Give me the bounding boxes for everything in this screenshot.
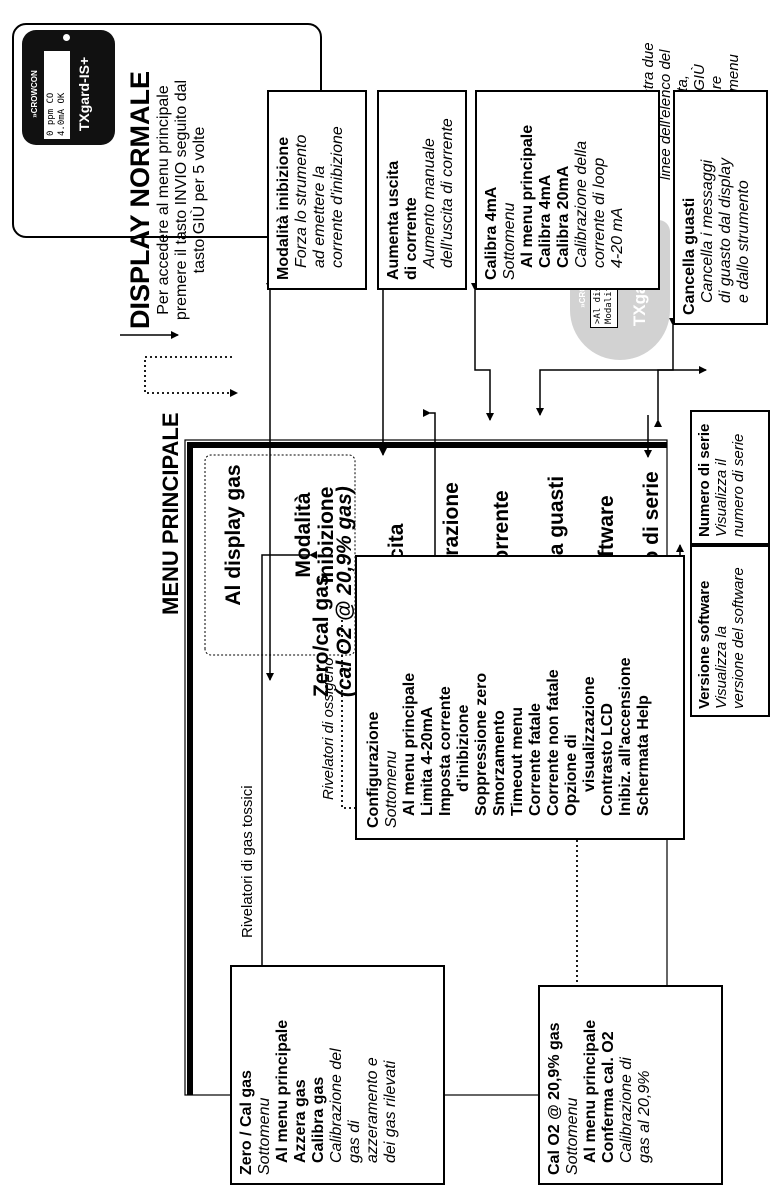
label-oxygen-detectors: Rivelatori di ossigeno <box>320 657 337 800</box>
submenu-serial-number: Numero di serie Visualizza il numero di … <box>690 410 770 545</box>
submenu-o2-cal: Cal O2 @ 20,9% gas Sottomenu Al menu pri… <box>538 985 723 1185</box>
submenu-clear-faults: Cancella guasti Cancella i messaggi di g… <box>673 90 768 325</box>
submenu-boost: Aumenta uscita di corrente Aumento manua… <box>377 90 467 290</box>
device-model: TXgard-IS+ <box>76 56 92 132</box>
txgard-device-normal: »CROWCON 0 ppm CO 4.0mA OK TXgard-IS+ <box>22 30 115 145</box>
submenu-configuration: Configurazione Sottomenu Al menu princip… <box>355 555 685 840</box>
device-indicator-led <box>63 34 70 41</box>
device-brand: »CROWCON <box>30 70 39 118</box>
main-menu-title: MENU PRINCIPALE <box>158 412 183 616</box>
submenu-calibrate-4ma: Calibra 4mA Sottomenu Al menu principale… <box>475 90 660 290</box>
lcd-line-1: 0 ppm CO <box>46 92 56 136</box>
label-toxic-detectors: Rivelatori di gas tossici <box>239 785 256 938</box>
lcd-line-2: 4.0mA OK <box>57 92 67 136</box>
normal-display-title: DISPLAY NORMALE <box>125 70 155 330</box>
normal-display-line-3: tasto GIÙ per 5 volte <box>191 126 208 274</box>
submenu-software-version: Versione software Visualizza la versione… <box>690 545 770 717</box>
device-lcd: 0 ppm CO 4.0mA OK <box>44 51 70 139</box>
menu-item-gas-display[interactable]: Al display gas <box>222 464 245 606</box>
submenu-zero-cal-gas: Zero / Cal gas Sottomenu Al menu princip… <box>230 965 445 1185</box>
submenu-inhibit: Modalità inibizione Forza lo strumento a… <box>267 90 367 290</box>
